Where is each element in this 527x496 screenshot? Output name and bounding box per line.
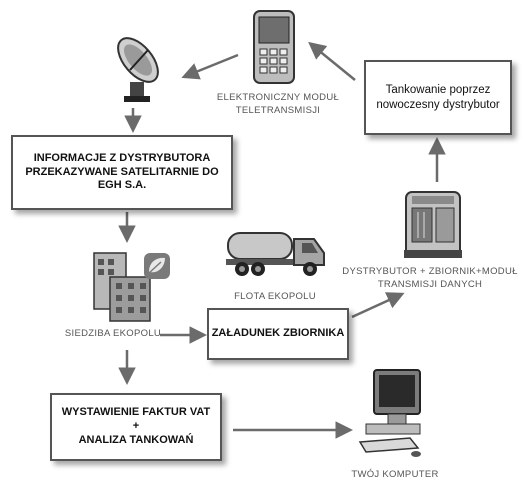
box-zaladunek: ZAŁADUNEK ZBIORNIKA [207,308,349,360]
label-dystrybutor: DYSTRYBUTOR + ZBIORNIK+MODUŁ TRANSMISJI … [342,266,518,290]
desktop-computer-icon [358,369,421,457]
arrow-tankowanie-to-phone [308,41,356,81]
arrow-zaladunek-to-dystrybutor [351,292,405,319]
label-siedziba: SIEDZIBA EKOPOLU [64,328,162,339]
label-modul: ELEKTRONICZNY MODUŁ TELETRANSMISJI [216,92,340,116]
box-informacje: INFORMACJE Z DYSTRYBUTORA PRZEKAZYWANE S… [11,135,233,210]
mobile-phone-icon [253,10,295,84]
box-tankowanie: Tankowanie poprzez nowoczesny dystrybuto… [364,60,512,135]
leaf-logo-icon [144,253,170,279]
office-buildings-icon [93,252,151,322]
label-komputer: TWÓJ KOMPUTER [351,469,439,480]
arrow-phone-to-dish [181,53,239,80]
satellite-dish-icon [117,37,159,102]
label-flota: FLOTA EKOPOLU [234,291,316,302]
tanker-truck-icon [226,232,325,276]
box-faktury: WYSTAWIENIE FAKTUR VAT + ANALIZA TANKOWA… [50,393,222,461]
fuel-dispenser-icon [404,191,462,258]
